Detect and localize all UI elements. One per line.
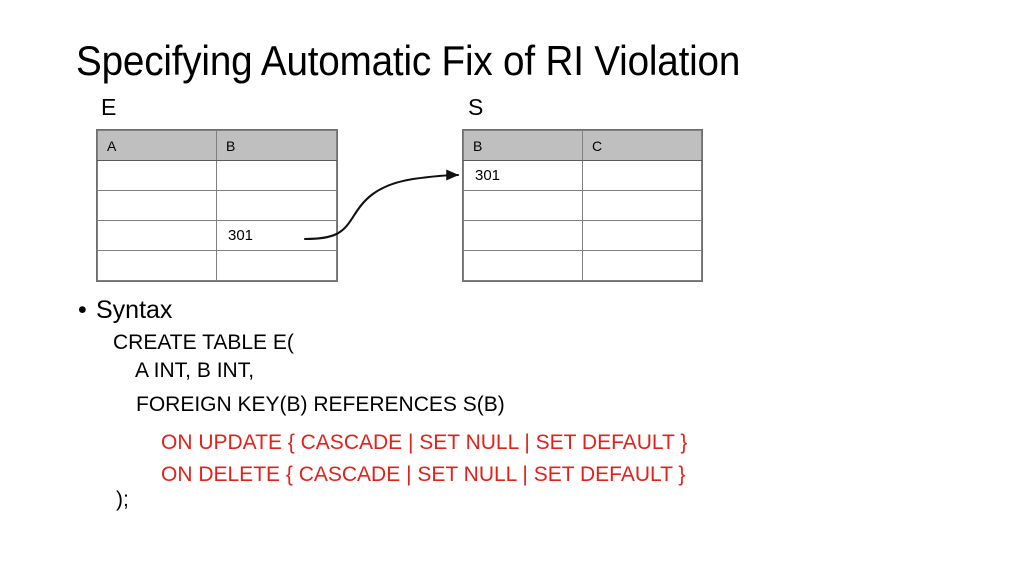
table-row-header: A B	[97, 130, 337, 161]
code-line-on-delete: ON DELETE { CASCADE | SET NULL | SET DEF…	[161, 463, 686, 486]
cell-a	[97, 250, 217, 281]
bullet-syntax: • Syntax	[78, 295, 172, 325]
table-row	[97, 190, 337, 221]
table-row: 301	[97, 220, 337, 251]
cell-b-value-301: 301	[216, 220, 337, 251]
cell-a	[97, 190, 217, 221]
column-header-c: C	[582, 130, 702, 161]
code-line-on-update: ON UPDATE { CASCADE | SET NULL | SET DEF…	[161, 431, 688, 454]
cell-b	[216, 250, 337, 281]
table-row	[463, 250, 702, 281]
cell-c	[582, 250, 702, 281]
column-header-a: A	[97, 130, 217, 161]
cell-b	[463, 250, 583, 281]
cell-c	[582, 190, 702, 221]
cell-b	[463, 220, 583, 251]
code-line-statement-close: );	[116, 488, 129, 511]
bullet-marker-icon: •	[78, 296, 87, 324]
relation-table-s: B C 301	[463, 130, 702, 281]
slide-title: Specifying Automatic Fix of RI Violation	[76, 37, 741, 84]
table-e-caption: E	[101, 94, 117, 120]
cell-a	[97, 160, 217, 191]
cell-b	[463, 190, 583, 221]
cell-b	[216, 160, 337, 191]
table-row	[463, 190, 702, 221]
column-header-b: B	[463, 130, 583, 161]
table-row	[97, 250, 337, 281]
table-row: 301	[463, 160, 702, 191]
code-line-foreign-key: FOREIGN KEY(B) REFERENCES S(B)	[136, 393, 505, 416]
cell-c	[582, 220, 702, 251]
cell-a	[97, 220, 217, 251]
relation-table-e: A B 301	[97, 130, 337, 281]
cell-b-value-301: 301	[463, 160, 583, 191]
table-row	[97, 160, 337, 191]
table-s-caption: S	[468, 94, 484, 120]
cell-b	[216, 190, 337, 221]
table-row-header: B C	[463, 130, 702, 161]
bullet-syntax-label: Syntax	[96, 296, 173, 324]
code-line-column-defs: A INT, B INT,	[135, 359, 255, 382]
cell-c	[582, 160, 702, 191]
code-line-create-table: CREATE TABLE E(	[113, 331, 294, 354]
column-header-b: B	[216, 130, 337, 161]
table-row	[463, 220, 702, 251]
